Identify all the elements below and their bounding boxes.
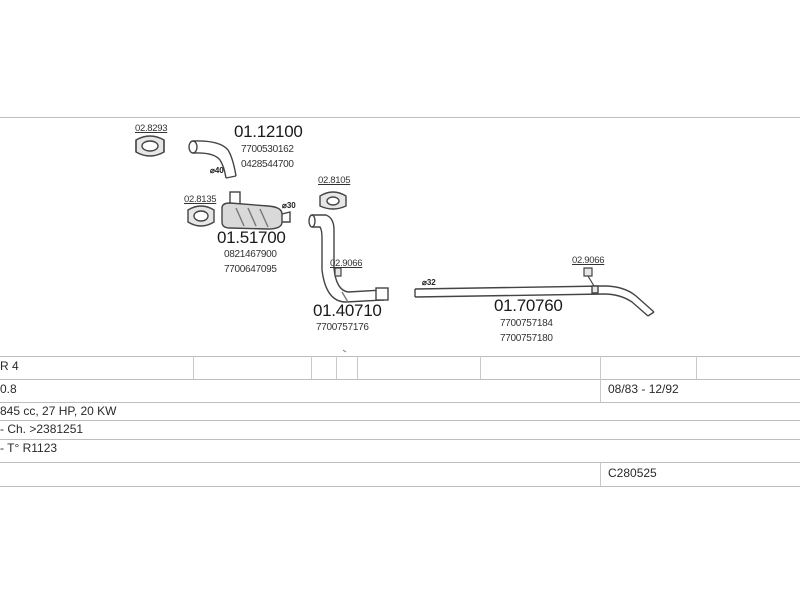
front-pipe-drawing	[188, 140, 237, 179]
diameter-label: ⌀30	[282, 201, 296, 210]
vehicle-model: R 4	[0, 359, 19, 373]
clamp-icon	[135, 135, 165, 157]
engine-specs: 845 cc, 27 HP, 20 KW	[0, 404, 117, 418]
catalog-code: C280525	[608, 466, 657, 480]
oem-ref: 0428544700	[241, 159, 294, 170]
oem-ref: 7700530162	[241, 144, 294, 155]
clamp-ref-label: 02.8293	[135, 123, 168, 134]
oem-ref: 0821467900	[224, 249, 277, 260]
diagram-top-border	[0, 117, 800, 118]
production-period: 08/83 - 12/92	[608, 382, 679, 396]
table-column-divider	[600, 379, 601, 402]
oem-ref: 7700757180	[500, 333, 553, 344]
engine-size: 0.8	[0, 382, 17, 396]
exhaust-diagram	[135, 135, 655, 353]
hanger-ref-label: 02.9066	[572, 255, 605, 266]
table-column-divider	[193, 356, 194, 379]
intermediate-pipe-drawing	[308, 214, 389, 303]
part-number-intermediate-pipe: 01.40710	[313, 301, 382, 320]
clamp-icon	[187, 205, 215, 227]
oem-ref: 7700647095	[224, 264, 277, 275]
table-row-divider	[0, 420, 800, 421]
table-row-divider	[0, 379, 800, 380]
tail-pipe-drawing	[414, 285, 655, 317]
hanger-ref-label: 02.9066	[330, 258, 363, 269]
part-number-tail-pipe: 01.70760	[494, 296, 563, 315]
clamp-icon	[319, 191, 347, 210]
hanger-icon	[334, 267, 342, 277]
table-bottom-border	[0, 486, 800, 487]
hanger-icon	[583, 267, 595, 287]
table-column-divider	[480, 356, 481, 379]
diameter-label: ⌀40	[210, 166, 224, 175]
vehicle-type: - T° R1123	[0, 441, 58, 455]
catalyst-drawing	[221, 191, 291, 230]
oem-ref: 7700757184	[500, 318, 553, 329]
table-row-divider	[0, 462, 800, 463]
diameter-label: ⌀32	[422, 278, 436, 287]
table-row-divider	[0, 439, 800, 440]
table-column-divider	[336, 356, 337, 379]
clamp-ref-label: 02.8105	[318, 175, 351, 186]
chassis-number: - Ch. >2381251	[0, 422, 84, 436]
part-number-catalyst: 01.51700	[217, 228, 286, 247]
table-column-divider	[696, 356, 697, 379]
table-column-divider	[357, 356, 358, 379]
part-number-front-pipe: 01.12100	[234, 122, 303, 141]
oem-ref: 7700757176	[316, 322, 369, 333]
table-row-divider	[0, 402, 800, 403]
table-column-divider	[600, 356, 601, 379]
table-top-border	[0, 356, 800, 357]
table-column-divider	[600, 462, 601, 486]
clamp-ref-label: 02.8135	[184, 194, 217, 205]
table-column-divider	[311, 356, 312, 379]
